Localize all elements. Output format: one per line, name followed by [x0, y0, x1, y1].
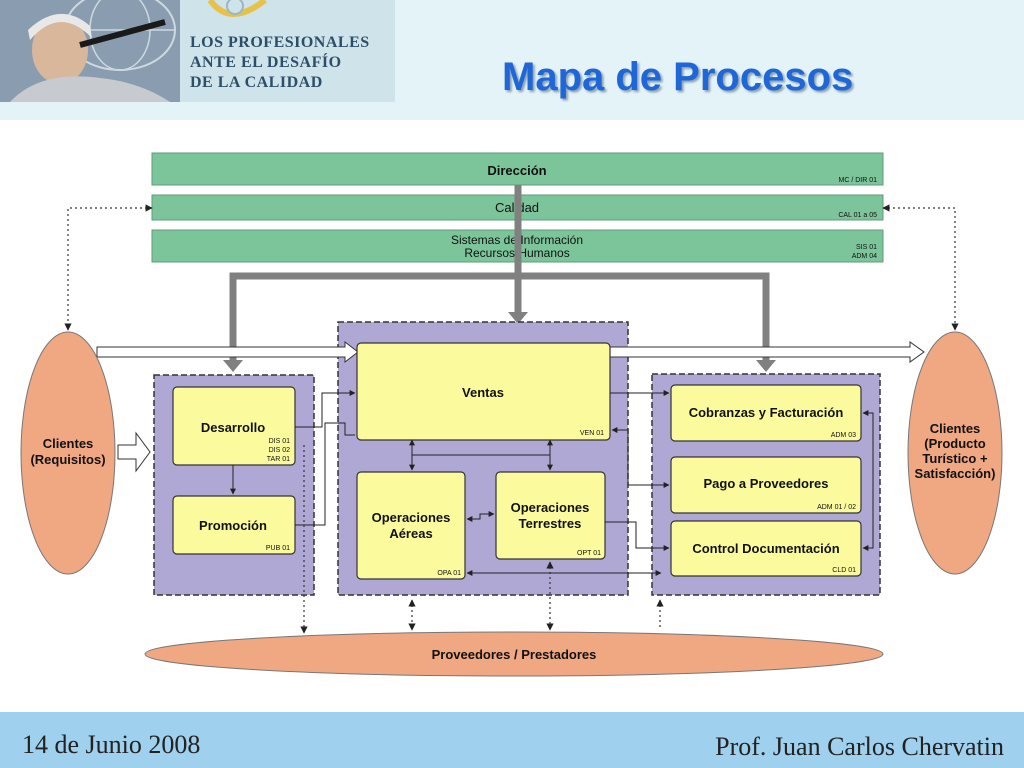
clients-satisfaction-ellipse: Clientes (Producto Turístico + Satisfacc… — [907, 331, 1003, 575]
clients-in-line-1: Clientes — [43, 436, 94, 451]
suppliers-ellipse: Proveedores / Prestadores — [144, 631, 884, 677]
op-aereas-line-2: Aéreas — [389, 526, 432, 541]
promocion-code: PUB 01 — [266, 545, 290, 552]
main-flow-arrow — [96, 340, 925, 364]
header-photo — [0, 0, 180, 102]
clients-out-line-2: (Producto — [924, 436, 985, 451]
pago-label: Pago a Proveedores — [704, 476, 829, 491]
clients-out-line-1: Clientes — [930, 421, 981, 436]
op-terrestres-line-2: Terrestres — [519, 516, 582, 531]
logo-text-line-1: LOS PROFESIONALES — [190, 34, 370, 51]
calidad-code: CAL 01 a 05 — [838, 212, 877, 219]
ventas-code: VEN 01 — [580, 430, 604, 437]
sistemas-code: SIS 01 — [856, 244, 877, 251]
slide-footer: 14 de Junio 2008 Prof. Juan Carlos Cherv… — [0, 712, 1024, 768]
supplier-dotted-arrows — [300, 445, 664, 634]
clients-in-line-2: (Requisitos) — [30, 452, 105, 467]
promocion-label: Promoción — [199, 518, 267, 533]
footer-author: Prof. Juan Carlos Chervatin — [715, 732, 1004, 761]
process-box-desarrollo: Desarrollo DIS 01 DIS 02 TAR 01 — [172, 386, 296, 466]
process-map-svg: Dirección MC / DIR 01 Calidad CAL 01 a 0… — [20, 152, 1003, 677]
control-code: CLD 01 — [832, 567, 856, 574]
process-box-ventas: Ventas VEN 01 — [356, 342, 611, 441]
strategic-bar-direccion: Dirección MC / DIR 01 — [151, 152, 884, 186]
pago-code: ADM 01 / 02 — [817, 504, 856, 511]
desarrollo-code-3: TAR 01 — [267, 456, 290, 463]
person-photo-image — [0, 0, 180, 102]
slide-header: LOS PROFESIONALES ANTE EL DESAFÍO DE LA … — [0, 0, 1024, 120]
op-terrestres-code: OPT 01 — [577, 550, 601, 557]
clients-requirements-ellipse: Clientes (Requisitos) — [20, 331, 116, 575]
clients-out-line-4: Satisfacción) — [915, 466, 996, 481]
op-aereas-line-1: Operaciones — [372, 510, 451, 525]
clients-input-arrow — [117, 431, 151, 473]
op-terrestres-line-1: Operaciones — [511, 500, 590, 515]
client-feedback-dotted-arrows — [64, 204, 959, 331]
clients-out-line-3: Turístico + — [922, 451, 988, 466]
suppliers-label: Proveedores / Prestadores — [432, 647, 597, 662]
process-box-pago-proveedores: Pago a Proveedores ADM 01 / 02 — [670, 456, 862, 514]
desarrollo-code-2: DIS 02 — [269, 447, 291, 454]
footer-date: 14 de Junio 2008 — [22, 730, 201, 759]
cobranzas-label: Cobranzas y Facturación — [689, 405, 844, 420]
ventas-label: Ventas — [462, 385, 504, 400]
logo-text-line-3: DE LA CALIDAD — [190, 74, 323, 91]
logo-panel: LOS PROFESIONALES ANTE EL DESAFÍO DE LA … — [180, 0, 395, 102]
strategic-flow-pipes — [229, 185, 770, 365]
direccion-code: MC / DIR 01 — [838, 177, 877, 184]
process-box-operaciones-aereas: Operaciones Aéreas OPA 01 — [356, 471, 466, 580]
desarrollo-code-1: DIS 01 — [269, 438, 291, 445]
slide-title: Mapa de Procesos — [502, 55, 854, 99]
process-box-promocion: Promoción PUB 01 — [172, 495, 296, 555]
cobranzas-code: ADM 03 — [831, 432, 856, 439]
pipe-arrowheads — [223, 312, 776, 372]
logo-emblem-icon — [207, 0, 267, 17]
direccion-label: Dirección — [487, 163, 546, 178]
desarrollo-label: Desarrollo — [201, 420, 265, 435]
process-box-cobranzas: Cobranzas y Facturación ADM 03 — [670, 384, 862, 442]
process-connectors — [295, 390, 874, 576]
process-box-control-documentacion: Control Documentación CLD 01 — [670, 520, 862, 577]
process-map-diagram: Dirección MC / DIR 01 Calidad CAL 01 a 0… — [0, 120, 1024, 712]
process-box-operaciones-terrestres: Operaciones Terrestres OPT 01 — [495, 471, 606, 560]
rrhh-code: ADM 04 — [852, 253, 877, 260]
control-label: Control Documentación — [692, 541, 839, 556]
logo-text-line-2: ANTE EL DESAFÍO — [190, 54, 342, 71]
op-aereas-code: OPA 01 — [437, 570, 461, 577]
